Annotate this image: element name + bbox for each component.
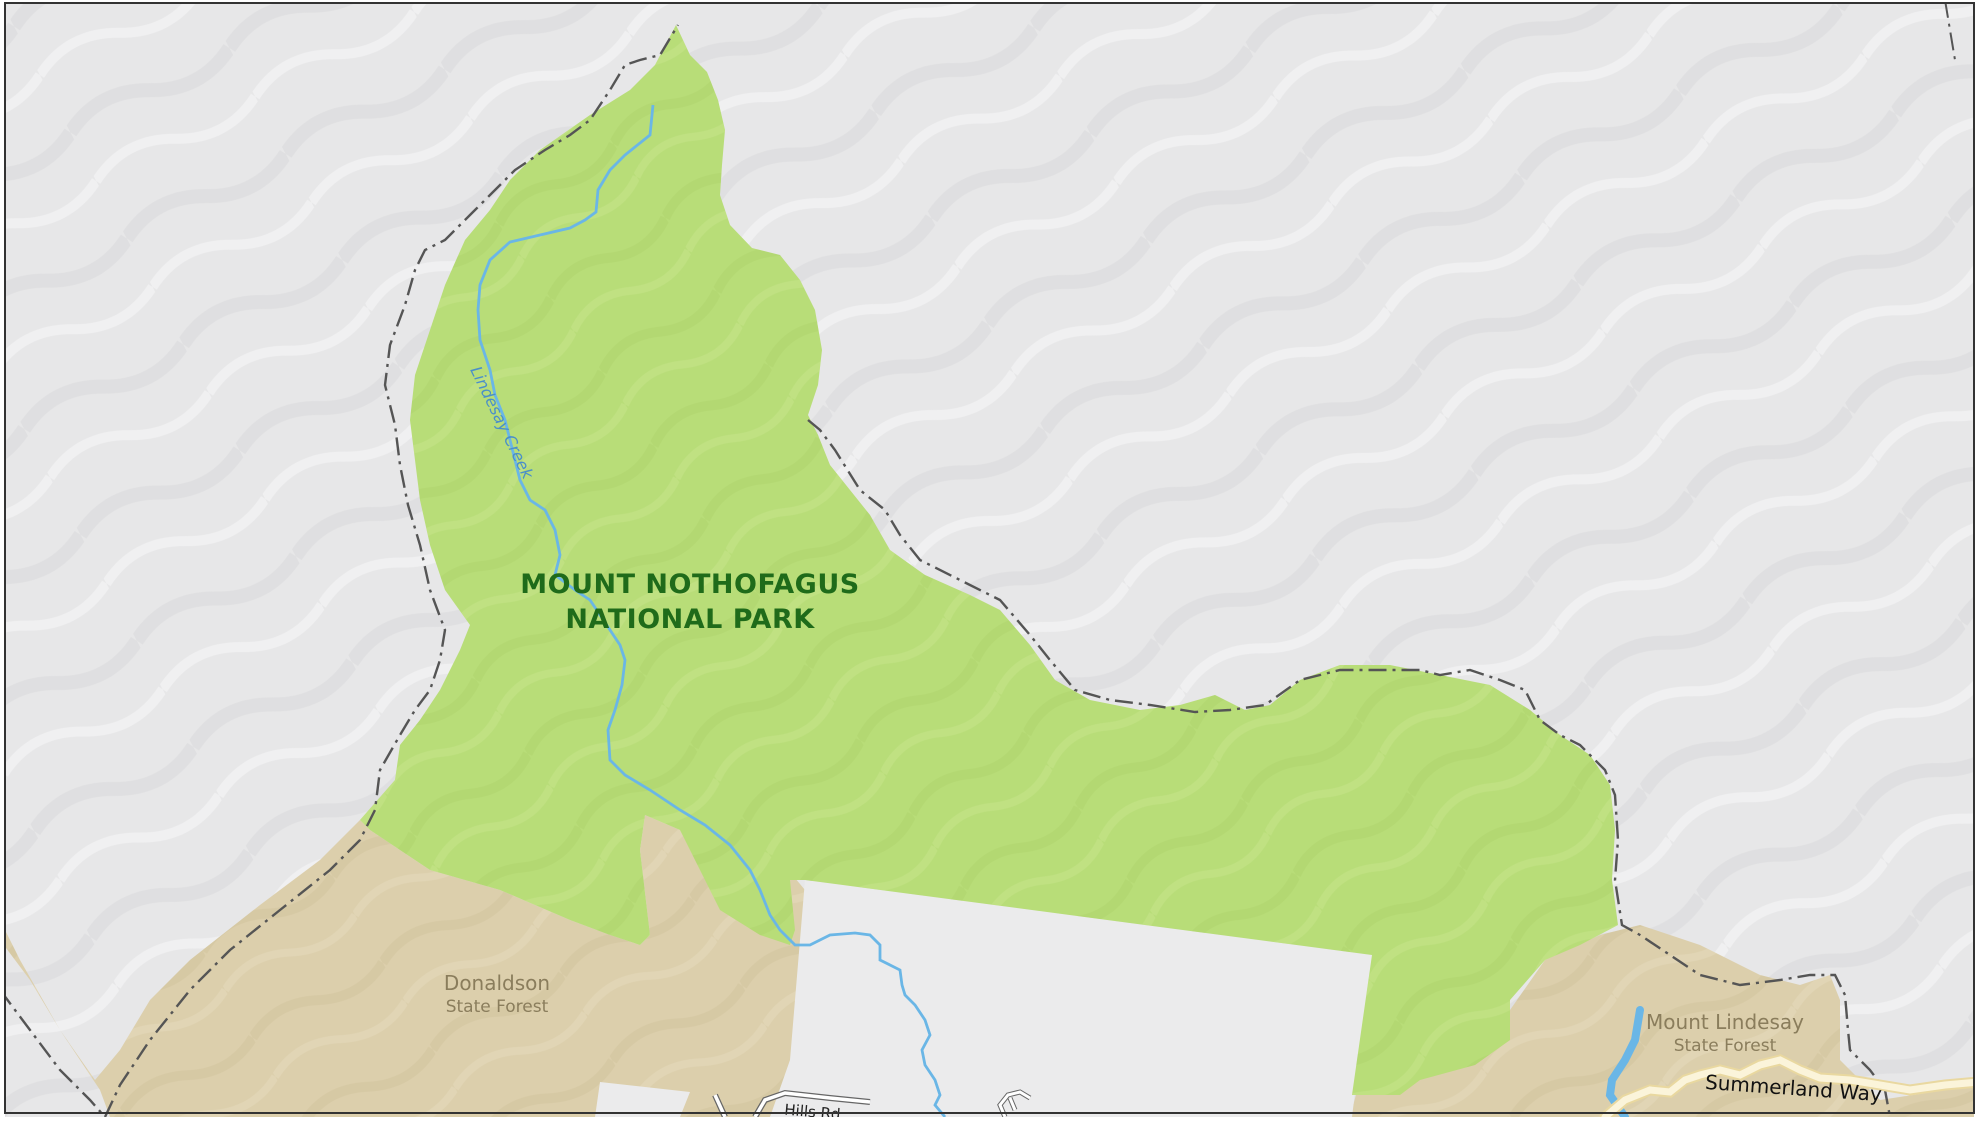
state-forest-donaldson-type: State Forest xyxy=(446,997,549,1017)
park-name-line1: MOUNT NOTHOFAGUS xyxy=(520,569,859,600)
state-forest-mount-lindesay-type: State Forest xyxy=(1674,1036,1777,1056)
map-frame xyxy=(4,2,1975,1114)
state-forest-mount-lindesay-name: Mount Lindesay xyxy=(1646,1010,1804,1034)
park-name-line2: NATIONAL PARK xyxy=(565,604,815,635)
creek-line-icon[interactable] xyxy=(476,104,947,1117)
unreserved-land-area xyxy=(770,880,1372,1117)
state-border-line-icon xyxy=(5,24,680,1117)
state-forest-donaldson-name: Donaldson xyxy=(444,971,550,995)
